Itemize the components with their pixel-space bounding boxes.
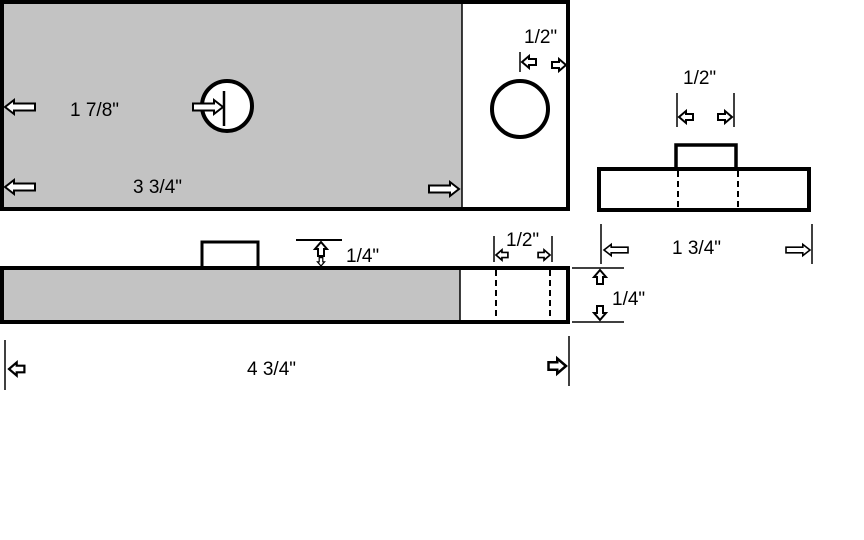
total-length-arrow-right bbox=[547, 357, 568, 375]
thickness-arrow-down bbox=[593, 305, 607, 321]
top-view: 1 7/8" 3 3/4" 1/2" bbox=[0, 0, 570, 211]
side-view-outline bbox=[0, 266, 570, 324]
hole-offset-label: 1 7/8" bbox=[70, 100, 119, 121]
right-hole bbox=[490, 79, 550, 139]
total-length-arrow-left bbox=[7, 361, 26, 377]
side-view: 1/4" 1/2" 1/4" 4 3/4" bbox=[0, 230, 645, 390]
width-arrow-left bbox=[603, 243, 629, 257]
slot-width-arrow-right bbox=[537, 249, 551, 261]
shaded-length-label: 3 3/4" bbox=[133, 177, 182, 198]
end-view-tab bbox=[674, 143, 738, 171]
width-label: 1 3/4" bbox=[672, 238, 721, 259]
tab-height-arrow-up bbox=[314, 241, 328, 257]
side-view-end-block bbox=[460, 268, 568, 322]
total-length-label: 4 3/4" bbox=[247, 359, 296, 380]
tab-height-arrow-down bbox=[316, 257, 326, 267]
tab-width-arrow-right bbox=[717, 110, 733, 124]
side-view-shaded-body bbox=[2, 268, 460, 322]
width-arrow-right bbox=[785, 243, 811, 257]
end-width-label: 1/2" bbox=[524, 27, 557, 48]
tab-height-label: 1/4" bbox=[346, 246, 379, 267]
thickness-label: 1/4" bbox=[612, 289, 645, 310]
tab-width-arrow-left bbox=[678, 110, 694, 124]
slot-width-arrow-left bbox=[495, 249, 509, 261]
side-view-tab bbox=[200, 240, 260, 270]
tab-width-label: 1/2" bbox=[683, 68, 716, 89]
slot-width-label: 1/2" bbox=[506, 230, 539, 251]
thickness-arrow-up bbox=[593, 269, 607, 285]
top-view-outline bbox=[0, 0, 570, 211]
end-view: 1/2" 1 3/4" bbox=[597, 68, 813, 264]
end-view-body bbox=[597, 167, 811, 212]
